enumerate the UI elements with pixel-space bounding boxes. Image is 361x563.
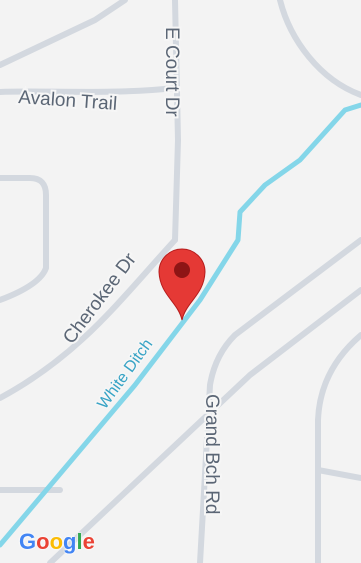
waterway-label-white-ditch: White Ditch [94,336,156,412]
map-pin-icon[interactable] [158,248,206,321]
road-upper-right [277,0,361,98]
road-avalon-trail [0,85,178,95]
google-letter: o [49,529,64,554]
road-grand-bch-rd [197,237,361,563]
google-letter: g [63,529,77,554]
google-letter: G [19,529,37,554]
road-left-loop [0,175,49,303]
road-right-stub [315,467,361,481]
road-e-court-dr [172,0,181,243]
road-label-cherokee-dr: Cherokee Dr [59,249,141,348]
road-right-lower [315,332,361,563]
road-label-e-court-dr: E Court Dr [161,27,182,117]
google-logo[interactable]: Google [19,529,95,555]
road-diagonal-lower [47,287,361,563]
road-cherokee-dr [0,237,178,401]
waterway-white-ditch [0,102,361,548]
google-letter: l [76,529,83,554]
road-top-left [0,0,128,68]
google-letter: o [36,529,50,554]
google-letter: e [82,529,95,554]
road-label-grand-bch-rd: Grand Bch Rd [201,394,222,514]
